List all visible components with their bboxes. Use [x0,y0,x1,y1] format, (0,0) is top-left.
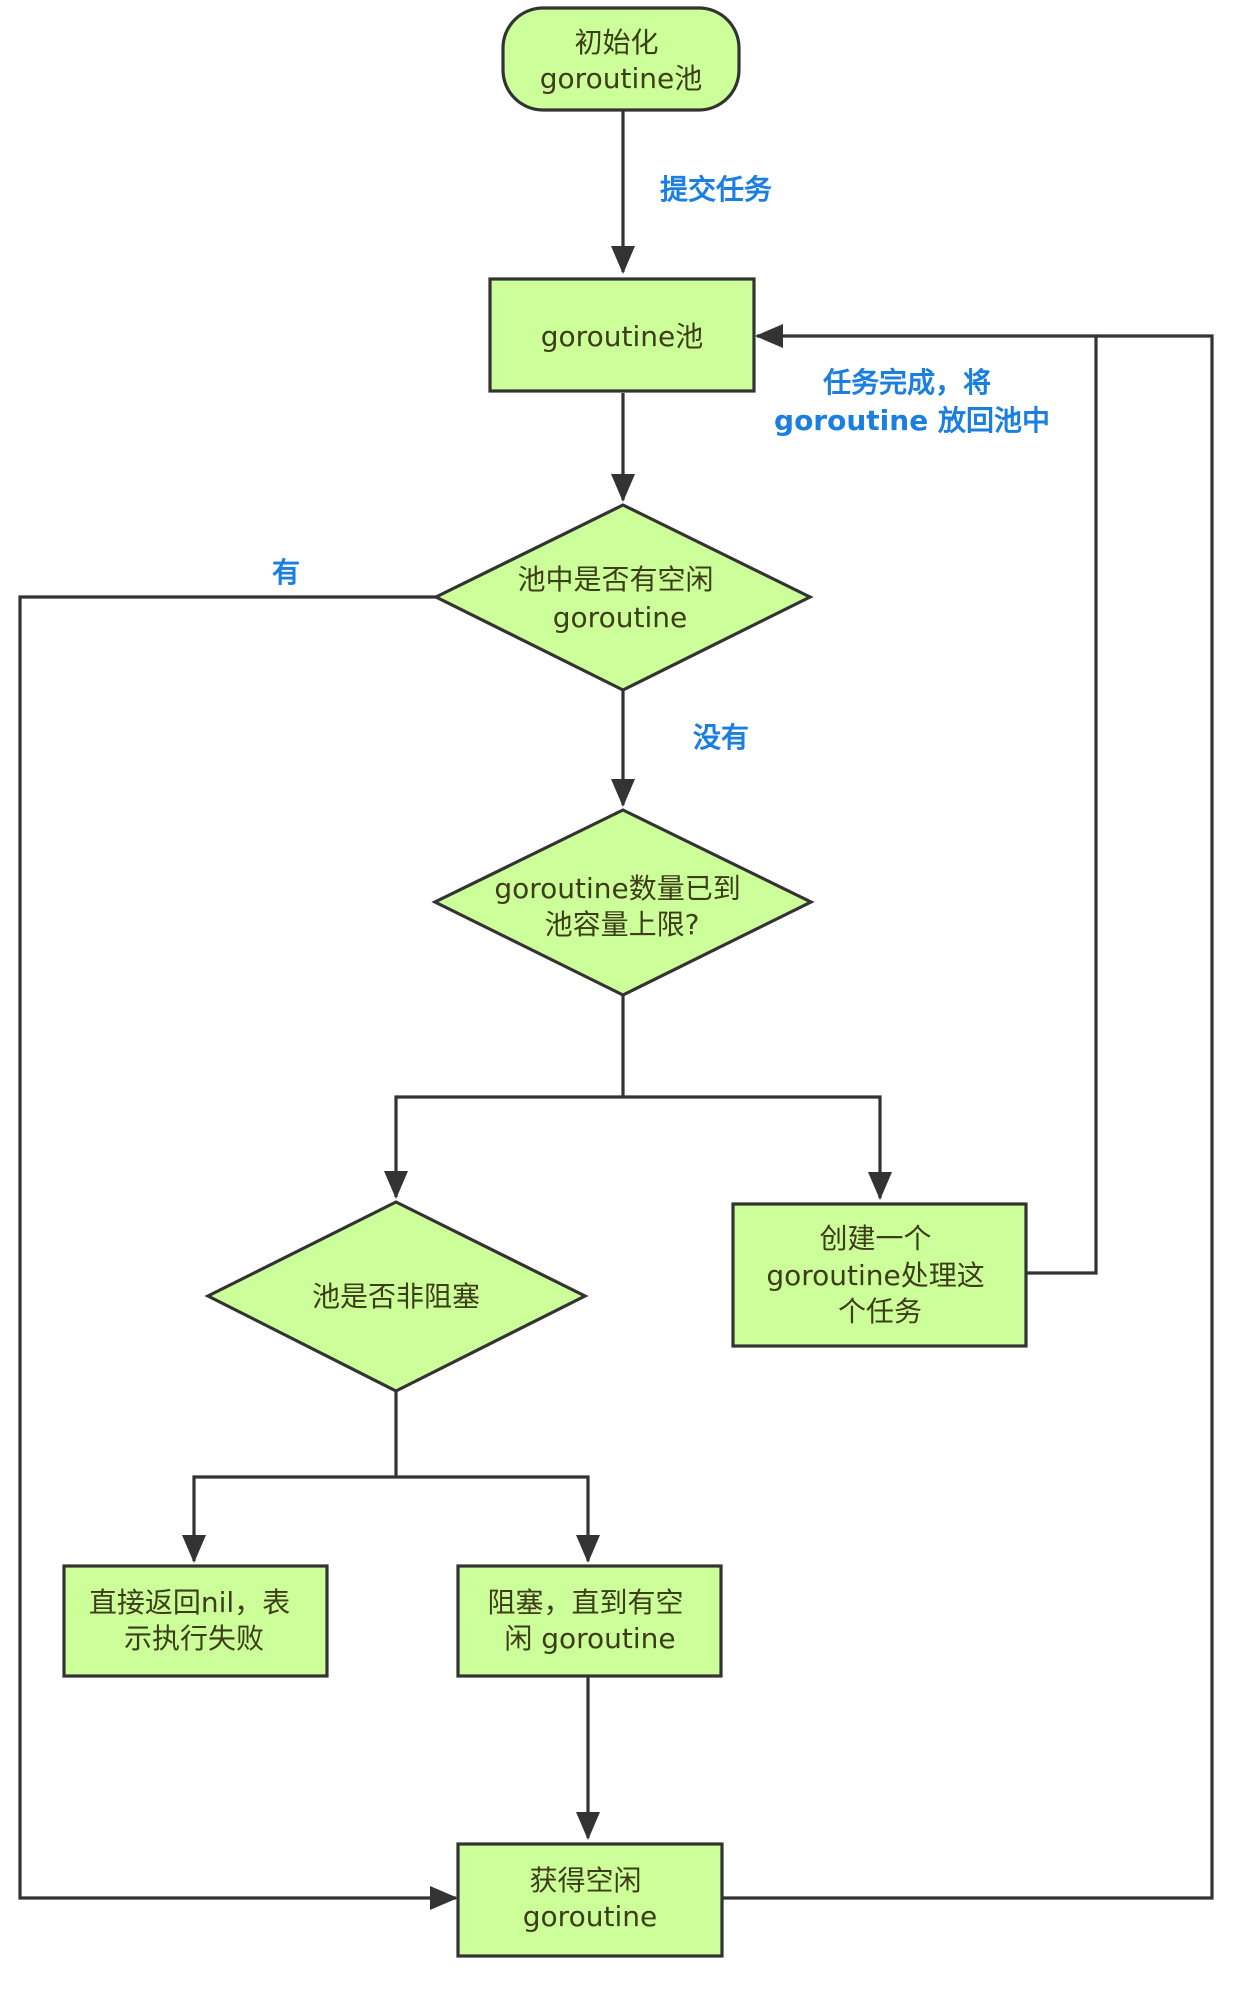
capacity-check-node-label: goroutine数量已到 池容量上限? [494,872,749,941]
pool-node-label: goroutine池 [541,320,703,353]
nonblocking-check-node: 池是否非阻塞 [204,1200,589,1393]
edge-idle-yes-to-get-idle [18,595,458,1910]
capacity-check-node: goroutine数量已到 池容量上限? [431,808,815,997]
edge-create-worker-to-pool [755,324,1098,1275]
edge-label-return-to-pool: 任务完成，将 goroutine 放回池中 [774,366,1050,437]
edges [18,110,1214,1910]
edge-label-no: 没有 [693,721,749,754]
idle-check-node-label: 池中是否有空闲 goroutine [518,563,723,634]
nonblocking-check-node-label: 池是否非阻塞 [312,1280,480,1313]
edge-capacity-to-nonblocking [384,1095,623,1199]
edge-get-idle-to-pool [722,334,1214,1900]
return-nil-node: 直接返回nil，表 示执行失败 [62,1564,329,1678]
edge-nonblocking-to-block-wait [396,1475,600,1563]
block-wait-node-label: 阻塞，直到有空 闲 goroutine [488,1586,693,1655]
pool-node: goroutine池 [488,277,756,393]
edge-nonblocking-to-return-nil [182,1475,396,1563]
edge-capacity-to-create-worker [623,1095,892,1200]
get-idle-node: 获得空闲 goroutine [456,1842,724,1958]
return-nil-node-label: 直接返回nil，表 示执行失败 [89,1586,299,1655]
create-worker-node: 创建一个 goroutine处理这 个任务 [731,1202,1028,1348]
edge-label-yes: 有 [272,556,300,589]
block-wait-node: 阻塞，直到有空 闲 goroutine [456,1564,723,1678]
get-idle-node-label: 获得空闲 goroutine [523,1864,657,1933]
start-node-label: 初始化 goroutine池 [540,26,702,95]
create-worker-node-label: 创建一个 goroutine处理这 个任务 [766,1222,993,1328]
start-node: 初始化 goroutine池 [501,6,741,112]
edge-labels: 提交任务 有 没有 任务完成，将 goroutine 放回池中 [272,173,1050,754]
nodes: 初始化 goroutine池 goroutine池 池中是否有空闲 gorout… [62,6,1028,1958]
edge-label-submit: 提交任务 [660,173,772,206]
idle-check-node: 池中是否有空闲 goroutine [432,503,814,692]
